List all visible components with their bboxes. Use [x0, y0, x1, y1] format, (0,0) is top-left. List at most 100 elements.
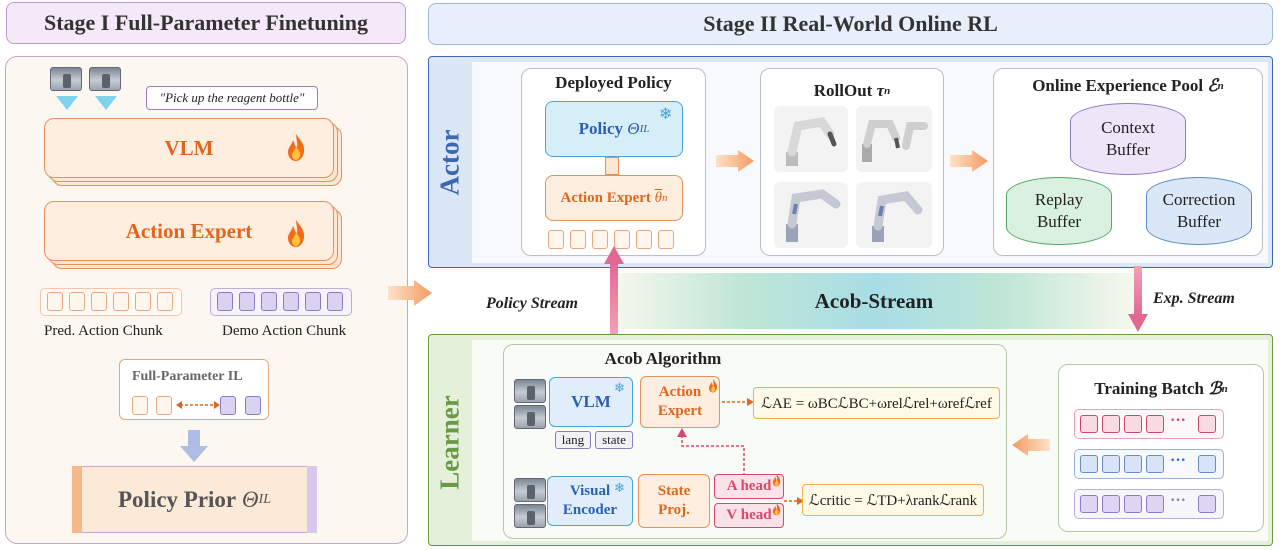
input-funnel-icon — [56, 96, 78, 110]
stage2-title: Stage II Real-World Online RL — [703, 11, 998, 36]
camera-image-icon — [514, 379, 546, 403]
demo-action-token — [305, 292, 321, 311]
fire-icon — [707, 378, 719, 398]
lang-tag: lang — [555, 431, 591, 449]
batch-token — [1146, 415, 1164, 433]
batch-token — [1102, 415, 1120, 433]
camera-image-icon — [514, 405, 546, 429]
learner-label-wrap: Learner — [405, 395, 495, 489]
batch-token — [1080, 415, 1098, 433]
pred-chunk-label: Pred. Action Chunk — [44, 323, 163, 339]
stage1-action-expert-label: Action Expert — [125, 218, 253, 243]
ellipsis-icon: ··· — [1170, 452, 1187, 469]
actor-label-wrap: Actor — [410, 129, 490, 195]
deployed-action-token — [548, 230, 564, 249]
ellipsis-icon: ··· — [1170, 412, 1187, 429]
deployed-policy-title: Deployed Policy — [555, 73, 672, 92]
camera-image-icon — [514, 478, 546, 502]
batch-token — [1102, 495, 1120, 513]
actor-label: Actor — [434, 129, 465, 195]
action-expert-loss-formula: ℒAE = ωBCℒBC+ωrelℒrel+ωrefℒref — [753, 387, 1000, 419]
snowflake-icon: ❄ — [614, 480, 625, 495]
acob-algorithm-title: Acob Algorithm — [604, 349, 722, 368]
acob-stream-label: Acob-Stream — [814, 288, 934, 313]
robot-arm-images — [774, 106, 932, 248]
flow-arrow-icon — [716, 150, 754, 172]
deployed-action-token — [570, 230, 586, 249]
policy-prior-accent-left — [72, 466, 82, 533]
instruction-box: "Pick up the reagent bottle" — [146, 86, 318, 110]
batch-token — [1124, 495, 1142, 513]
fire-icon — [284, 132, 308, 167]
deployed-action-token — [592, 230, 608, 249]
demo-action-token — [283, 292, 299, 311]
il-demo-token — [220, 396, 236, 415]
il-compare-arrow — [176, 401, 220, 409]
instruction-text: "Pick up the reagent bottle" — [159, 90, 305, 105]
policy-stream-arrow — [604, 246, 624, 336]
stage1-vlm-label: VLM — [164, 135, 214, 160]
learner-vlm-block: VLM — [549, 377, 633, 427]
il-pred-token — [132, 396, 148, 415]
down-arrow-icon — [180, 430, 208, 462]
state-tag: state — [595, 431, 633, 449]
robot-arm-icon — [774, 182, 848, 248]
exp-stream-label: Exp. Stream — [1153, 290, 1235, 307]
pred-action-token — [135, 292, 151, 311]
batch-token — [1080, 455, 1098, 473]
il-pred-token — [156, 396, 172, 415]
demo-action-token — [217, 292, 233, 311]
demo-chunk-label: Demo Action Chunk — [222, 323, 347, 339]
batch-token — [1146, 495, 1164, 513]
snowflake-icon: ❄ — [614, 380, 625, 395]
exp-stream-arrow — [1128, 266, 1148, 332]
batch-token — [1080, 495, 1098, 513]
policy-stream-label: Policy Stream — [486, 295, 578, 312]
il-label: Full-Parameter IL — [132, 369, 243, 384]
pred-action-token — [91, 292, 107, 311]
camera-image-icon — [514, 504, 546, 528]
batch-token — [1198, 415, 1216, 433]
robot-arm-icon — [774, 106, 848, 172]
learner-label: Learner — [434, 394, 465, 490]
demo-action-token — [327, 292, 343, 311]
camera-image-icon — [89, 67, 121, 91]
loss-arrow — [722, 398, 754, 406]
stage-transition-arrow — [388, 280, 432, 306]
a-head-block: A head — [714, 474, 784, 499]
policy-prior-accent-right — [307, 466, 317, 533]
pred-action-token — [113, 292, 129, 311]
robot-arm-icon — [856, 182, 932, 248]
stage1-vlm-block: VLM — [44, 118, 334, 178]
critic-loss-formula: ℒcritic = ℒTD+λrankℒrank — [802, 484, 984, 516]
input-funnel-icon — [95, 96, 117, 110]
il-demo-token — [245, 396, 261, 415]
demo-action-token — [239, 292, 255, 311]
pred-action-token — [47, 292, 63, 311]
stage1-title: Stage I Full-Parameter Finetuning — [43, 10, 369, 35]
batch-token — [1124, 415, 1142, 433]
ellipsis-icon: ··· — [1170, 492, 1187, 509]
batch-token — [1146, 455, 1164, 473]
policy-connector — [605, 157, 619, 175]
advantage-feedback-arrow — [677, 428, 745, 476]
fire-icon — [771, 502, 782, 521]
deployed-action-token — [614, 230, 630, 249]
snowflake-icon: ❄ — [659, 106, 673, 123]
v-head-block: V head — [714, 503, 784, 528]
batch-token — [1198, 455, 1216, 473]
batch-token — [1102, 455, 1120, 473]
pred-action-token — [157, 292, 173, 311]
policy-prior-box — [72, 466, 317, 533]
robot-arm-icon — [856, 106, 932, 172]
deployed-action-token — [658, 230, 674, 249]
